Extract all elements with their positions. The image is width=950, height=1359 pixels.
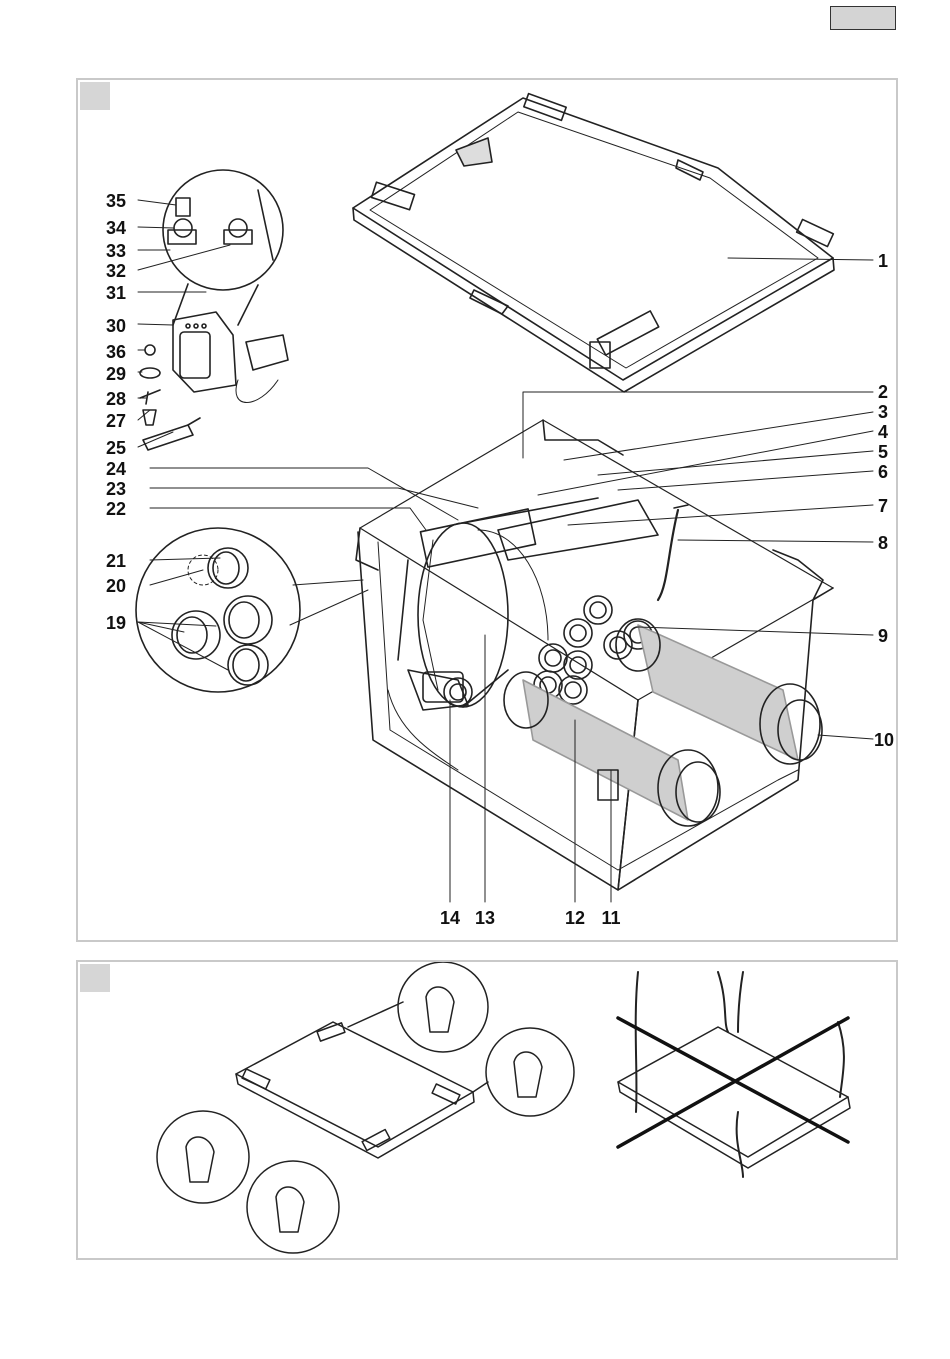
callout-4: 4 xyxy=(878,422,888,442)
callout-3: 3 xyxy=(878,402,888,422)
hand-detail-1 xyxy=(398,962,488,1052)
callout-21: 21 xyxy=(106,551,126,571)
callout-7: 7 xyxy=(878,496,888,516)
callout-6: 6 xyxy=(878,462,888,482)
callout-9: 9 xyxy=(878,626,888,646)
figure-b-illustration xyxy=(78,962,900,1262)
callout-25: 25 xyxy=(106,438,126,458)
controller-drawing xyxy=(173,312,288,403)
callout-19: 19 xyxy=(106,613,126,633)
inlet-sockets-drawing xyxy=(534,596,652,704)
incorrect-carry-drawing xyxy=(618,972,850,1177)
callout-12: 12 xyxy=(565,908,585,928)
figure-a-panel: 1 2 3 4 5 6 7 8 9 10 11 12 13 14 19 20 2… xyxy=(76,78,898,942)
correct-carry-drawing xyxy=(157,962,574,1253)
callout-23: 23 xyxy=(106,479,126,499)
callout-27: 27 xyxy=(106,411,126,431)
accessories-drawing xyxy=(140,345,200,450)
callout-34: 34 xyxy=(106,218,126,238)
callout-22: 22 xyxy=(106,499,126,519)
detail-circle-controls xyxy=(163,170,283,325)
page-badge xyxy=(830,6,896,30)
hand-detail-3 xyxy=(157,1111,249,1203)
hand-detail-2 xyxy=(486,1028,574,1116)
callout-24: 24 xyxy=(106,459,126,479)
callout-2: 2 xyxy=(878,382,888,402)
callout-29: 29 xyxy=(106,364,126,384)
figure-a-illustration: 1 2 3 4 5 6 7 8 9 10 11 12 13 14 19 20 2… xyxy=(78,80,900,944)
callout-5: 5 xyxy=(878,442,888,462)
callout-28: 28 xyxy=(106,389,126,409)
callout-8: 8 xyxy=(878,533,888,553)
callout-33: 33 xyxy=(106,241,126,261)
callout-20: 20 xyxy=(106,576,126,596)
callout-30: 30 xyxy=(106,316,126,336)
callout-1: 1 xyxy=(878,251,888,271)
callout-35: 35 xyxy=(106,191,126,211)
callout-36: 36 xyxy=(106,342,126,362)
lid-drawing xyxy=(353,94,834,392)
callout-13: 13 xyxy=(475,908,495,928)
detail-circle-fittings xyxy=(136,528,368,692)
figure-b-panel xyxy=(76,960,898,1260)
hand-detail-4 xyxy=(247,1161,339,1253)
filter-housing-drawing xyxy=(356,420,833,890)
callout-14: 14 xyxy=(440,908,460,928)
callout-32: 32 xyxy=(106,261,126,281)
callout-11: 11 xyxy=(601,908,620,928)
callout-31: 31 xyxy=(106,283,126,303)
callout-10: 10 xyxy=(874,730,894,750)
drum-drawing xyxy=(398,498,658,710)
